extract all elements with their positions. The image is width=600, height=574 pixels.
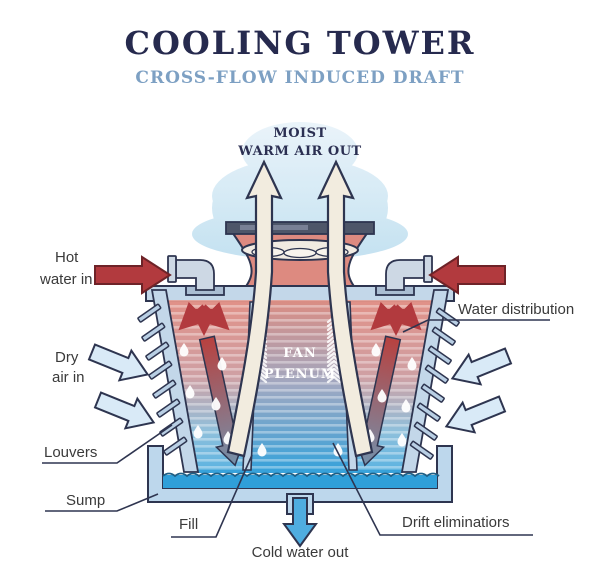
louvers-left bbox=[137, 303, 188, 456]
moist-air-flow-arrow-right bbox=[317, 159, 374, 458]
sump-water bbox=[162, 472, 440, 488]
dry-air-arrows-left bbox=[85, 336, 161, 439]
cold-water-arrow bbox=[282, 497, 318, 548]
drift-eliminators-leader-line bbox=[332, 442, 533, 536]
tower-wall-right bbox=[400, 289, 450, 473]
louvers-leader-line bbox=[42, 424, 173, 464]
fill-leader-line bbox=[171, 454, 253, 538]
fill-label: Fill bbox=[179, 516, 198, 533]
hot-water-arrow-right bbox=[428, 255, 506, 295]
sump-leader-line bbox=[45, 493, 159, 512]
svg-text:water in: water in bbox=[39, 271, 93, 288]
water-spray-arrows-right bbox=[370, 301, 422, 336]
svg-text:air in: air in bbox=[52, 369, 85, 386]
cold-water-out-label: Cold water out bbox=[252, 544, 350, 561]
svg-text:Hot: Hot bbox=[55, 249, 79, 266]
page-title: COOLING TOWER bbox=[124, 24, 476, 62]
hot-water-in-label: Hot water in bbox=[39, 249, 93, 288]
svg-text:FAN: FAN bbox=[283, 346, 316, 361]
louvers-right bbox=[409, 307, 460, 460]
hot-water-pipe-left bbox=[167, 255, 225, 296]
fan-plenum-label: FAN PLENUM bbox=[264, 346, 336, 382]
dry-air-in-label: Dry air in bbox=[52, 349, 85, 386]
svg-text:WARM AIR OUT: WARM AIR OUT bbox=[237, 144, 361, 159]
louvers-label: Louvers bbox=[44, 444, 97, 461]
water-distribution-label: Water distribution bbox=[458, 301, 574, 318]
water-distribution-leader-line bbox=[402, 319, 550, 333]
fan-stack bbox=[225, 221, 375, 297]
page-subtitle: CROSS-FLOW INDUCED DRAFT bbox=[135, 68, 465, 88]
hot-water-arrow-left bbox=[94, 255, 172, 295]
svg-text:MOIST: MOIST bbox=[273, 126, 326, 141]
water-spray-arrows-left bbox=[178, 301, 230, 336]
svg-text:PLENUM: PLENUM bbox=[264, 367, 336, 382]
hot-water-pipe-right bbox=[375, 255, 433, 296]
moist-warm-air-label: MOIST WARM AIR OUT bbox=[237, 126, 361, 159]
sump-label: Sump bbox=[66, 492, 105, 509]
dry-air-arrows-right bbox=[439, 340, 515, 443]
steam-cloud bbox=[192, 122, 408, 260]
moist-air-flow-arrow-left bbox=[226, 159, 283, 458]
tower-wall-left bbox=[150, 289, 200, 473]
svg-text:Dry: Dry bbox=[55, 349, 79, 366]
drift-eliminators-label: Drift eliminatiors bbox=[402, 514, 510, 531]
